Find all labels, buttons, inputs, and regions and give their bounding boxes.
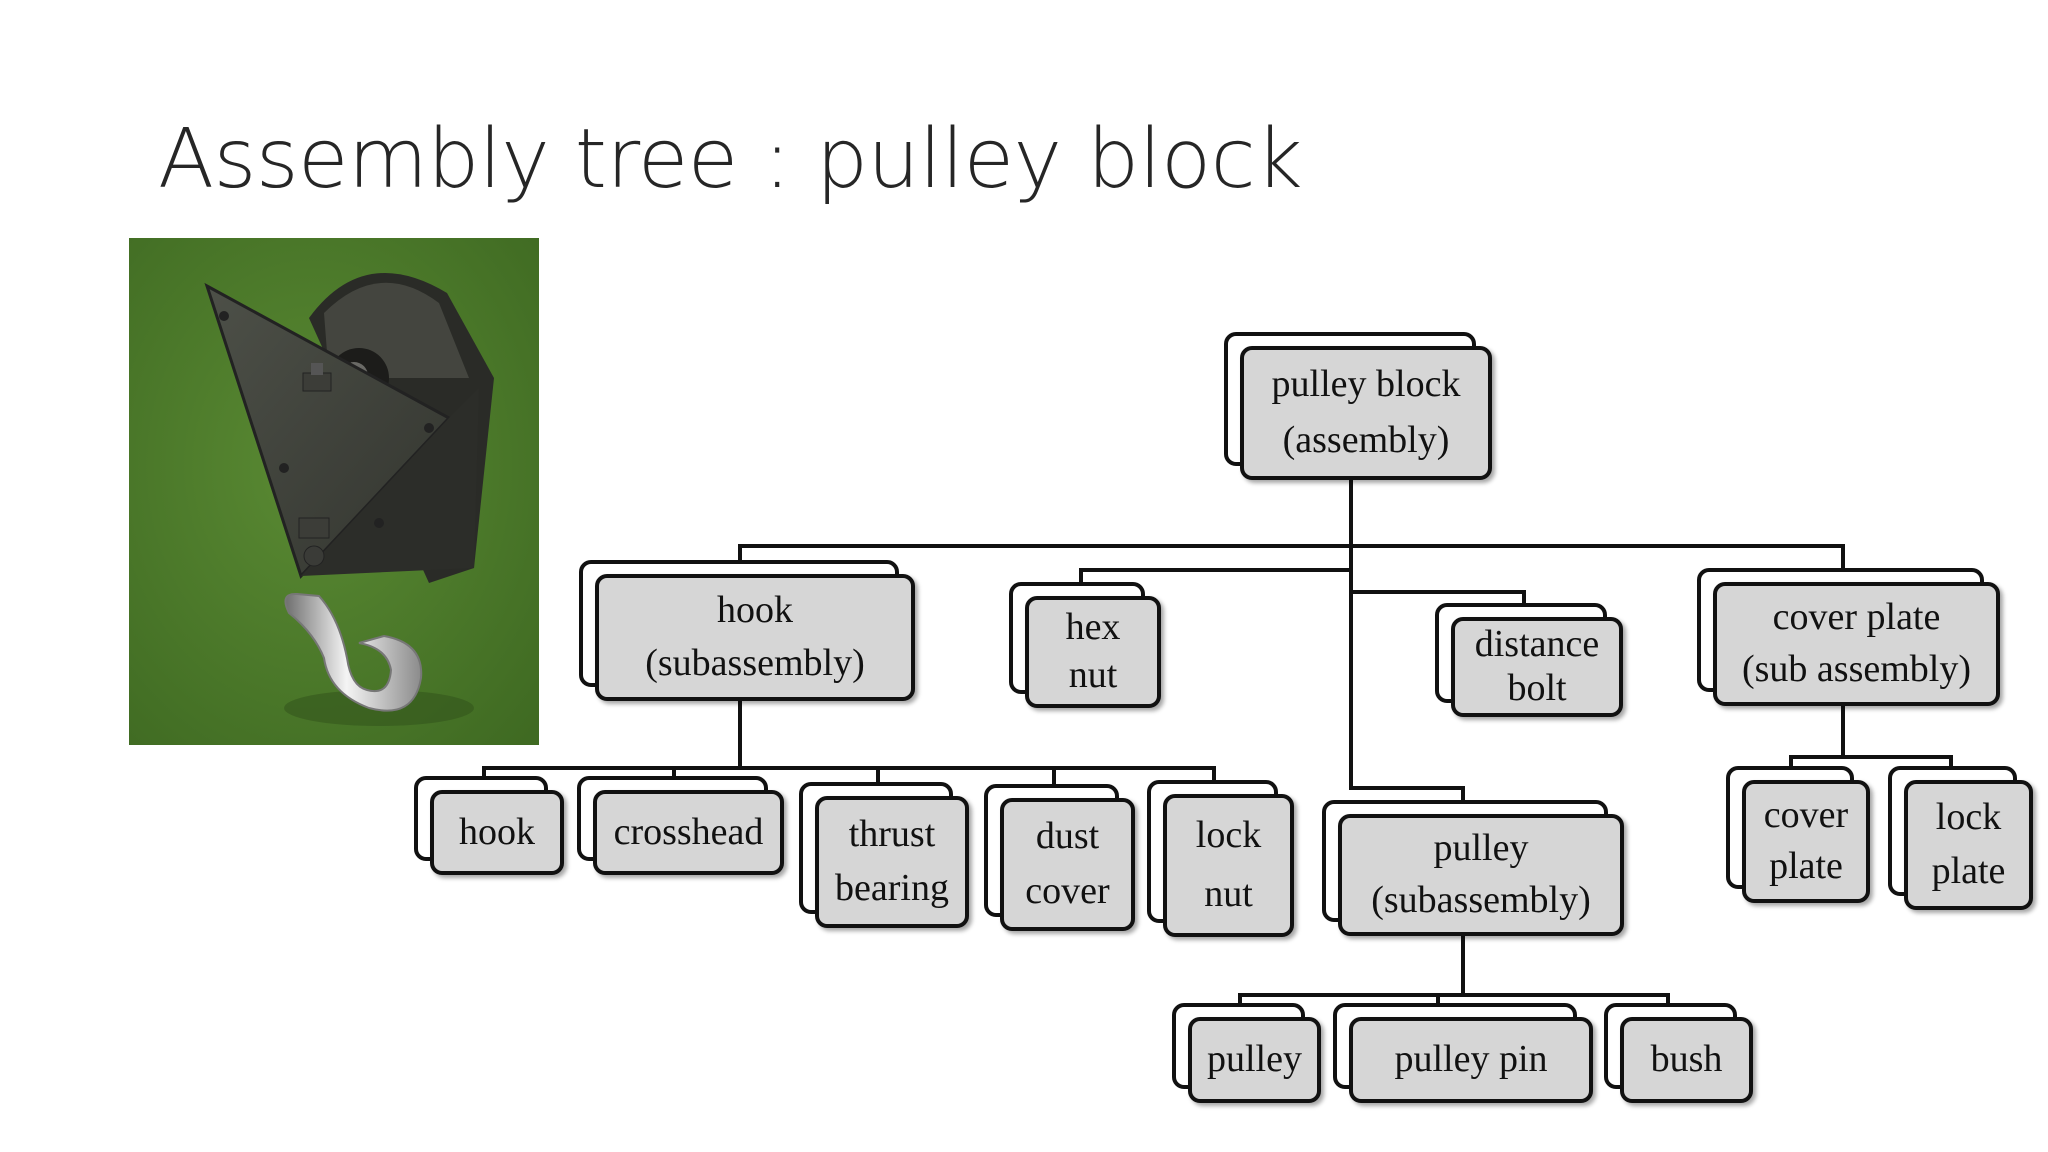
node-label-line-1: pulley <box>1433 827 1529 870</box>
node-label-line-1: hex <box>1065 606 1121 649</box>
node-crosshead: crosshead <box>577 776 784 875</box>
node-pulley: pulley <box>1172 1003 1321 1103</box>
node-label-line-1: cover plate <box>1772 596 1941 639</box>
node-cover-plate: cover plate <box>1726 766 1870 903</box>
node-label-line-1: bush <box>1650 1038 1723 1081</box>
node-label-line-1: lock <box>1935 796 2002 839</box>
node-label-line-2: nut <box>1068 654 1118 697</box>
node-label-line-1: crosshead <box>613 810 764 853</box>
node-label-line-2: (sub assembly) <box>1741 648 1972 691</box>
node-label-line-2: plate <box>1931 850 2006 893</box>
node-label-line-1: pulley <box>1207 1038 1302 1081</box>
node-label-line-1: cover <box>1763 793 1849 836</box>
node-lock-nut: lock nut <box>1147 780 1294 937</box>
node-label-line-1: pulley pin <box>1394 1038 1548 1081</box>
node-hex-nut: hex nut <box>1009 582 1161 708</box>
node-label-line-1: distance <box>1474 623 1600 666</box>
node-label-line-1: hook <box>459 810 535 853</box>
node-label-line-1: lock <box>1195 814 1262 857</box>
node-label-line-2: bolt <box>1507 667 1567 710</box>
node-lock-plate: lock plate <box>1888 766 2033 910</box>
node-label-line-2: plate <box>1769 845 1843 888</box>
node-label-line-1: thrust <box>848 812 936 855</box>
node-pulley-pin: pulley pin <box>1333 1003 1593 1103</box>
node-hook: hook <box>414 776 564 875</box>
node-label-line-2: nut <box>1204 872 1253 915</box>
node-label-line-2: (assembly) <box>1282 418 1450 461</box>
slide-title: Assembly tree : pulley block <box>158 112 1303 207</box>
node-pulley-subassembly: pulley (subassembly) <box>1322 800 1624 936</box>
node-label-line-1: hook <box>717 589 793 632</box>
node-bush: bush <box>1604 1003 1753 1103</box>
node-cover-plate-subassembly: cover plate (sub assembly) <box>1697 568 2000 706</box>
node-label-line-2: (subassembly) <box>1371 878 1591 921</box>
node-distance-bolt: distance bolt <box>1435 603 1623 717</box>
node-hook-subassembly: hook (subassembly) <box>579 560 915 701</box>
node-pulley-block-assembly: pulley block (assembly) <box>1224 332 1492 480</box>
node-dust-cover: dust cover <box>984 784 1135 931</box>
node-label-line-2: (subassembly) <box>645 642 865 685</box>
node-label-line-2: bearing <box>835 867 949 910</box>
pulley-block-photo <box>129 238 539 745</box>
node-label-line-1: pulley block <box>1271 363 1461 406</box>
node-label-line-2: cover <box>1025 870 1110 913</box>
node-thrust-bearing: thrust bearing <box>799 782 969 928</box>
node-label-line-1: dust <box>1035 815 1100 858</box>
